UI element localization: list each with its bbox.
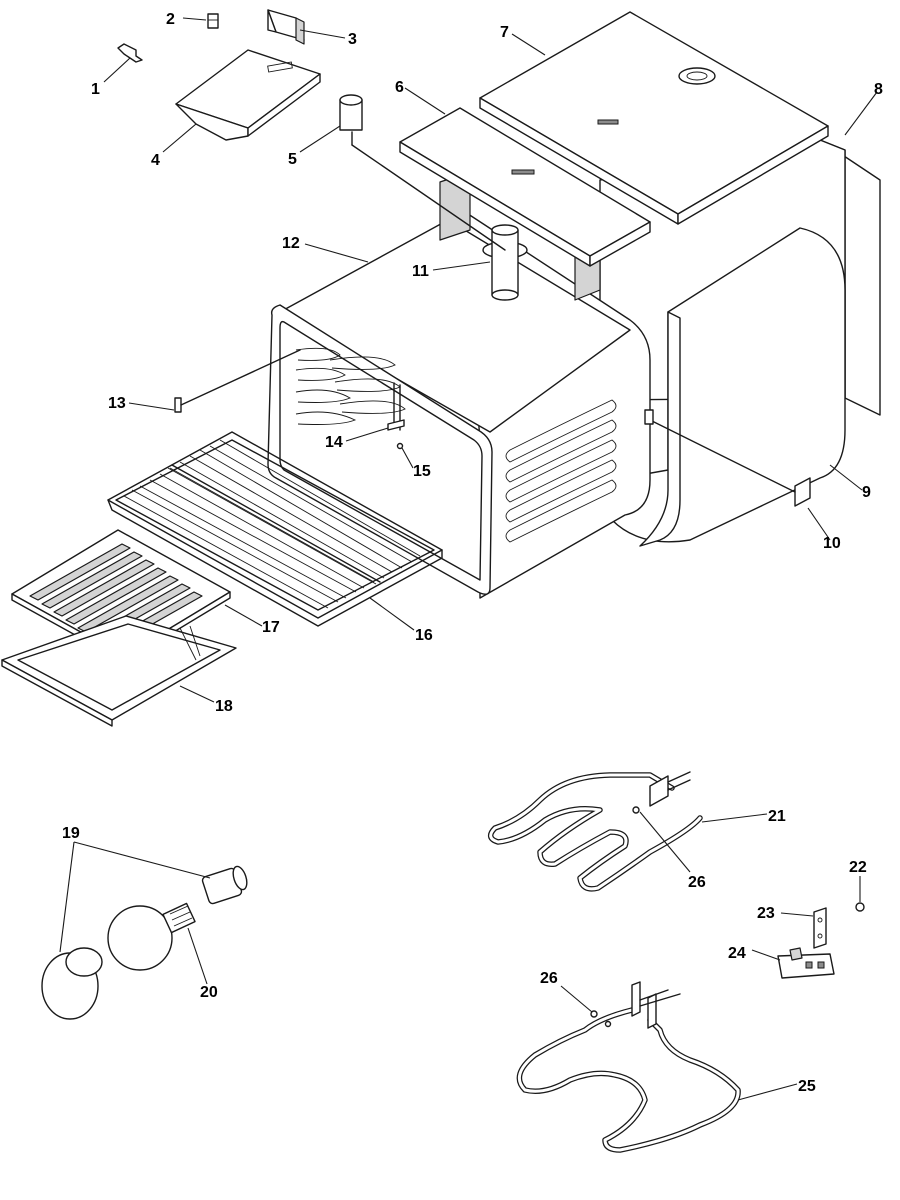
part-20-light-bulb	[107, 902, 196, 971]
part-26-screw-upper	[632, 806, 640, 814]
part-5-sensor	[339, 94, 506, 251]
part-7-top-insulation	[479, 11, 829, 225]
callout-26-lower: 26	[540, 970, 558, 987]
callout-26-upper: 26	[688, 874, 706, 891]
callout-7: 7	[500, 24, 509, 41]
part-15-screw	[396, 442, 404, 450]
part-10-sensor-bracket	[644, 409, 811, 507]
callout-25: 25	[798, 1078, 816, 1095]
callout-22: 22	[849, 859, 867, 876]
callout-2: 2	[166, 11, 175, 28]
callout-24: 24	[728, 945, 746, 962]
part-6-front-insulation	[399, 107, 651, 267]
callout-21: 21	[768, 808, 786, 825]
callout-8: 8	[874, 81, 883, 98]
leader-lines	[59, 17, 878, 1101]
callout-14: 14	[325, 434, 343, 451]
part-3-switch	[267, 9, 305, 45]
part-19-light-lens-and-socket	[41, 865, 248, 1020]
callout-1: 1	[91, 81, 100, 98]
callout-13: 13	[108, 395, 126, 412]
callout-3: 3	[348, 31, 357, 48]
part-22-nut	[855, 902, 865, 912]
callout-11: 11	[412, 263, 429, 280]
callout-9: 9	[862, 484, 871, 501]
callout-16: 16	[415, 627, 433, 644]
part-12-oven-cavity	[267, 171, 651, 599]
part-18-broil-pan	[1, 615, 237, 727]
callout-17: 17	[262, 619, 280, 636]
callout-12: 12	[282, 235, 300, 252]
callout-4: 4	[151, 152, 160, 169]
part-1-bracket	[117, 43, 143, 63]
part-16-oven-rack	[107, 431, 443, 627]
callout-23: 23	[757, 905, 775, 922]
callout-19: 19	[62, 825, 80, 842]
callout-15: 15	[413, 463, 431, 480]
part-23-bracket	[813, 907, 827, 949]
part-26-screw-lower	[590, 1010, 612, 1028]
part-4-cover-plate	[175, 49, 321, 141]
callout-5: 5	[288, 151, 297, 168]
callout-10: 10	[823, 535, 841, 552]
callout-6: 6	[395, 79, 404, 96]
part-24-terminal-block	[777, 947, 835, 979]
part-2-clip	[207, 13, 219, 29]
part-9-side-insulation	[611, 227, 846, 547]
part-13-sensor-probe	[174, 349, 301, 413]
part-25-bake-element	[516, 981, 741, 1153]
callout-labels: 1 2 3 4 5 6 7 8 9 10 11 12 13 14 15 16 1…	[62, 11, 883, 1095]
callout-20: 20	[200, 984, 218, 1001]
callout-18: 18	[215, 698, 233, 715]
part-21-broil-element	[487, 771, 703, 892]
